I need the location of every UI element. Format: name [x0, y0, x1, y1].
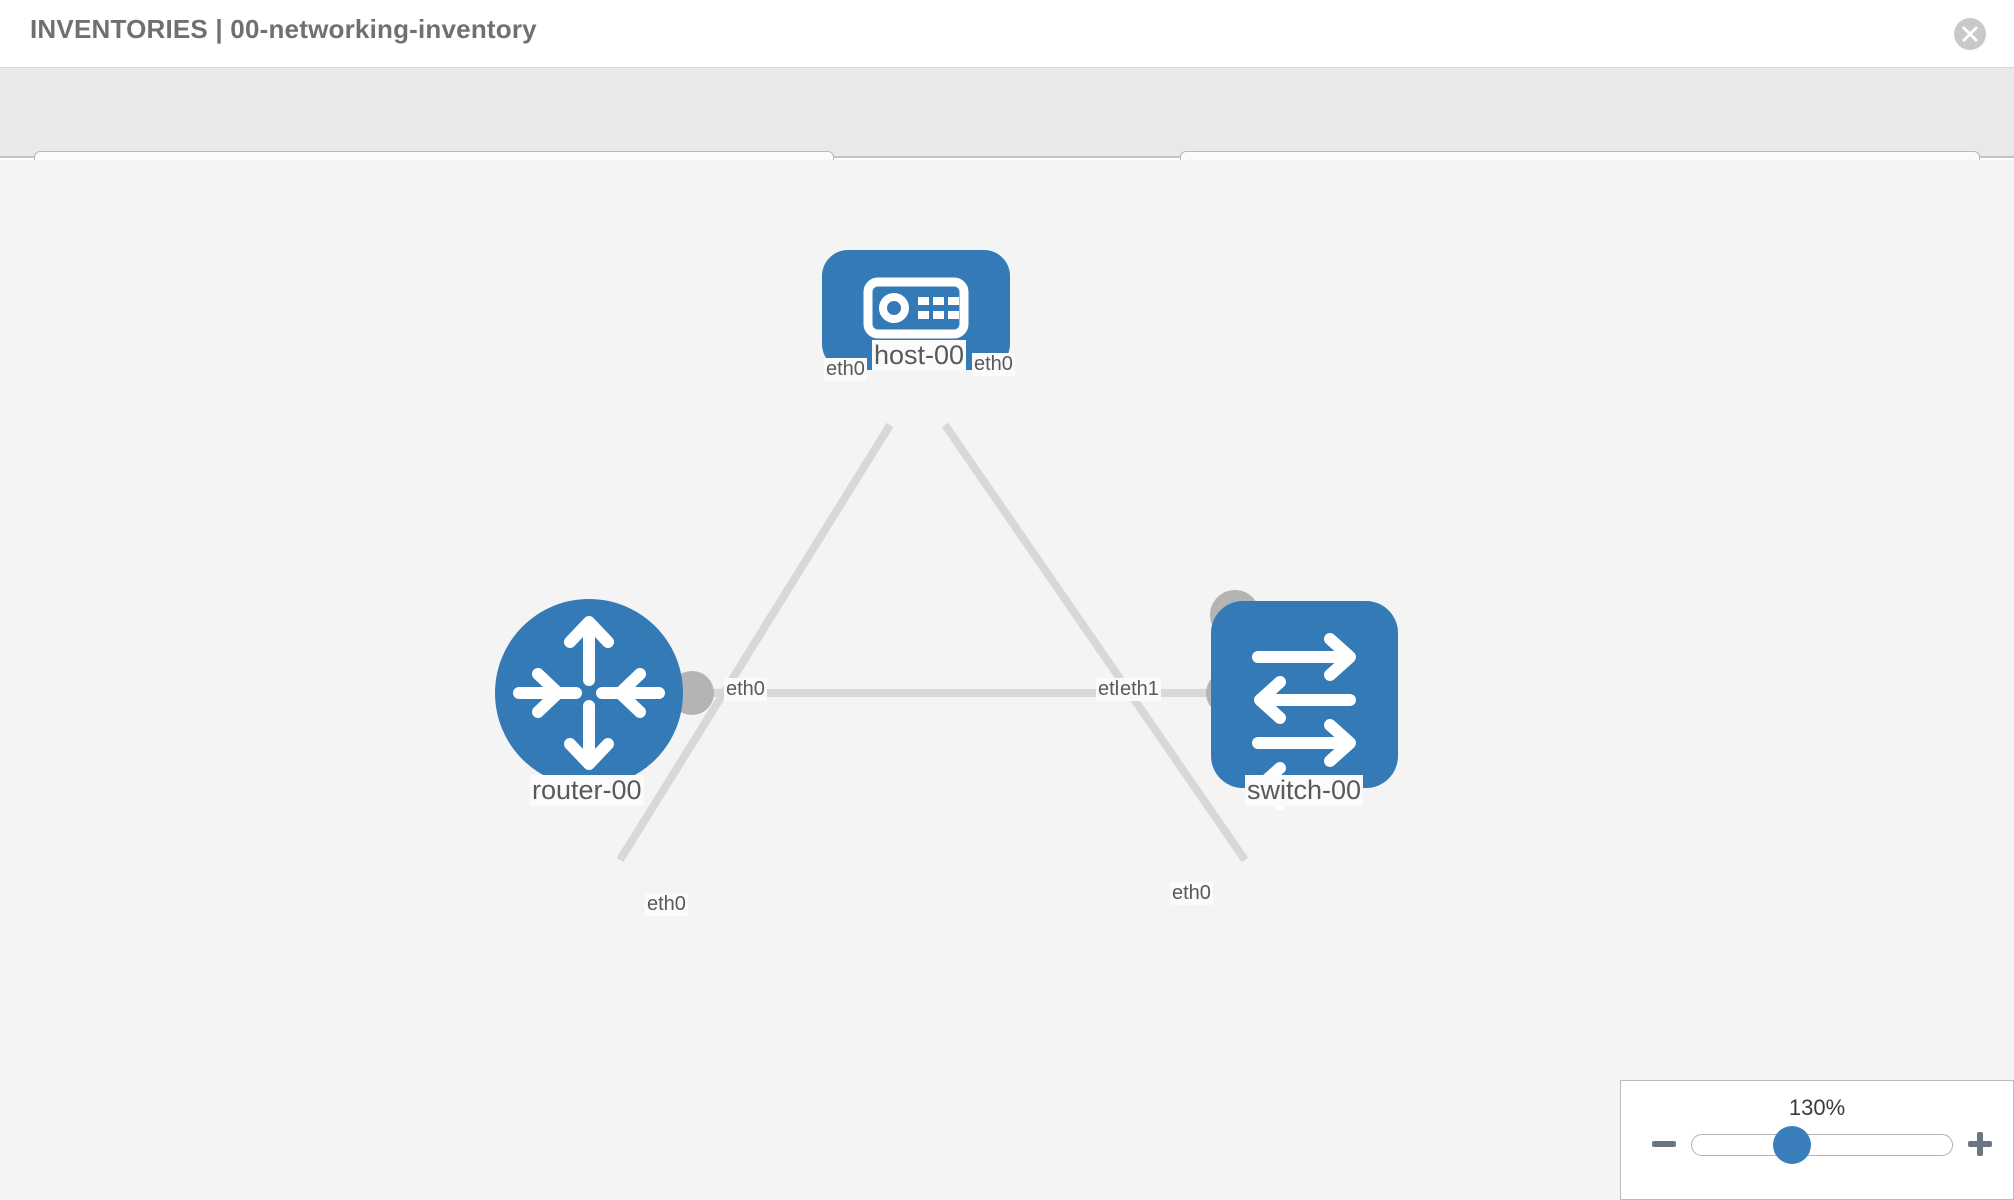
edge-label-host-right: eth0: [972, 353, 1015, 376]
close-button[interactable]: [1954, 18, 1986, 50]
link-host-switch[interactable]: [941, 422, 1249, 863]
edge-label-router-host: eth0: [645, 893, 688, 916]
plus-icon: [1968, 1132, 1992, 1156]
ports-layer: [670, 320, 1260, 715]
zoom-in-button[interactable]: [1965, 1129, 1995, 1159]
page-header: INVENTORIES | 00-networking-inventory: [0, 0, 2014, 68]
close-icon: [1962, 26, 1978, 42]
toolbar: ACTIONS SEARCH: [0, 68, 2014, 205]
topology-graph: [495, 250, 1398, 863]
zoom-level-value: 130%: [1788, 1095, 1846, 1120]
links-layer: [616, 422, 1249, 863]
router-icon: [513, 616, 665, 770]
topology-canvas[interactable]: host-00 router-00 switch-00 eth0 eth0 et…: [0, 160, 2014, 1200]
node-label-switch-00: switch-00: [1245, 775, 1364, 806]
page-title: INVENTORIES | 00-networking-inventory: [30, 14, 537, 44]
node-switch-00[interactable]: [1211, 601, 1398, 810]
node-label-router-00: router-00: [530, 775, 644, 806]
zoom-control-panel: 130%: [1620, 1080, 2014, 1200]
node-router-00[interactable]: [495, 599, 683, 787]
edge-label-router-switch-target: eth1: [1118, 678, 1161, 701]
link-router-host[interactable]: [616, 422, 894, 863]
minus-icon: [1652, 1141, 1676, 1147]
edge-label-host-switch: eth0: [1170, 882, 1213, 905]
node-label-host-00: host-00: [872, 340, 967, 371]
edge-label-host-left: eth0: [824, 358, 867, 381]
edge-label-router-switch-source: eth0: [724, 678, 767, 701]
zoom-out-button[interactable]: [1649, 1129, 1679, 1159]
server-icon: [863, 277, 969, 339]
zoom-slider-handle[interactable]: [1773, 1126, 1811, 1164]
zoom-slider-track[interactable]: [1691, 1134, 1953, 1156]
